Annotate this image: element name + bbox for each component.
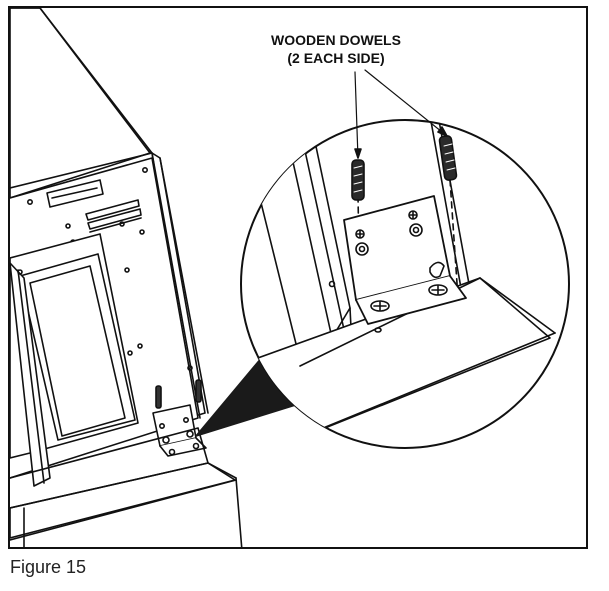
base-cabinet bbox=[10, 427, 243, 547]
callout-line-2: (2 EACH SIDE) bbox=[287, 50, 384, 66]
wooden-dowel-icon bbox=[438, 135, 458, 181]
small-mounting-bracket bbox=[152, 404, 207, 457]
screw-icon bbox=[428, 284, 448, 296]
screw-icon bbox=[370, 300, 390, 312]
callout-line-1: WOODEN DOWELS bbox=[271, 32, 401, 48]
small-dowels bbox=[155, 379, 202, 409]
assembly-illustration: WOODEN DOWELS (2 EACH SIDE) bbox=[10, 8, 570, 547]
appliance-unit bbox=[10, 8, 209, 487]
wooden-dowel-icon bbox=[351, 159, 365, 201]
dowel-callout: WOODEN DOWELS (2 EACH SIDE) bbox=[271, 32, 448, 159]
large-mounting-bracket bbox=[328, 195, 467, 325]
figure-caption: Figure 15 bbox=[10, 557, 87, 577]
figure-frame: WOODEN DOWELS (2 EACH SIDE) bbox=[8, 6, 588, 549]
